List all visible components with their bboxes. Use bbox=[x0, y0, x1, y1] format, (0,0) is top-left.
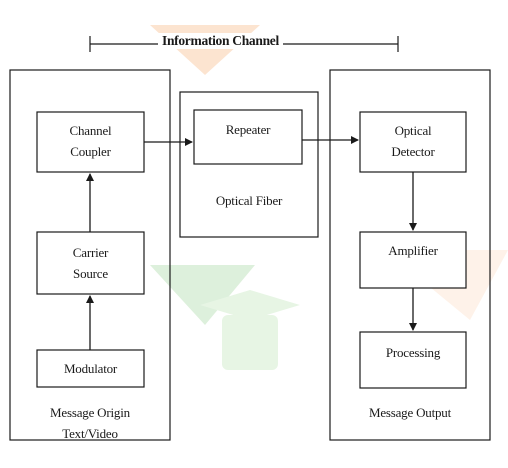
channel-coupler-label: Channel Coupler bbox=[69, 123, 112, 159]
optical-detector-label: Optical Detector bbox=[391, 123, 435, 159]
information-channel-title: Information Channel bbox=[158, 33, 283, 49]
repeater-block bbox=[193, 109, 303, 165]
channel-coupler-block bbox=[36, 111, 145, 173]
repeater-label: Repeater bbox=[225, 122, 271, 137]
amplifier-label: Amplifier bbox=[388, 243, 438, 258]
optical-detector-block bbox=[359, 111, 467, 173]
amplifier-block bbox=[359, 231, 467, 289]
message-origin-caption: Message Origin Text/Video bbox=[50, 405, 130, 441]
receiver-section bbox=[329, 69, 491, 441]
channel-section bbox=[179, 91, 319, 238]
optical-fiber-caption: Optical Fiber bbox=[215, 193, 283, 208]
carrier-source-label: Carrier Source bbox=[72, 245, 109, 281]
modulator-label: Modulator bbox=[63, 361, 118, 376]
processing-block bbox=[359, 331, 467, 389]
transmitter-section bbox=[9, 69, 171, 441]
processing-label: Processing bbox=[385, 345, 441, 360]
message-output-caption: Message Output bbox=[368, 405, 452, 420]
